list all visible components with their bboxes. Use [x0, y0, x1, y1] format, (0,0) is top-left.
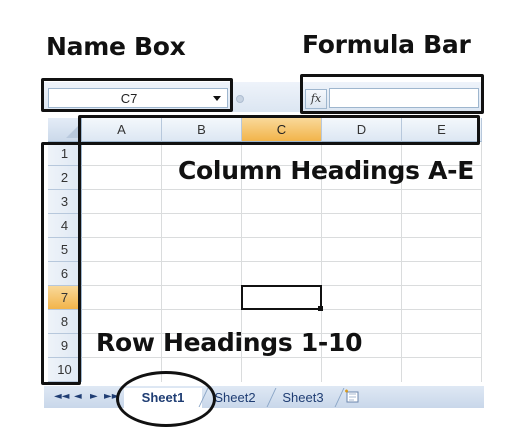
fill-handle[interactable] [318, 306, 323, 311]
name-box-annotation: Name Box [46, 32, 186, 61]
column-header-a[interactable]: A [82, 118, 162, 142]
column-header-e[interactable]: E [402, 118, 482, 142]
row-header-10[interactable]: 10 [48, 358, 82, 382]
column-headings-highlight [78, 115, 480, 145]
column-headings-annotation: Column Headings A-E [178, 156, 475, 185]
cell-grid[interactable] [44, 118, 484, 386]
gridline [82, 261, 482, 262]
row-header-3[interactable]: 3 [48, 190, 82, 214]
gridline [82, 189, 482, 190]
row-header-5[interactable]: 5 [48, 238, 82, 262]
tab-sheet3[interactable]: Sheet3 [282, 390, 324, 405]
row-headings-highlight [41, 142, 81, 385]
formula-bar-annotation: Formula Bar [302, 30, 471, 59]
last-sheet-button[interactable]: ►► [104, 391, 120, 402]
sheet-tab-highlight [116, 371, 216, 427]
active-cell-c7[interactable] [241, 285, 322, 310]
formula-bar-highlight [300, 74, 484, 114]
gridline [321, 142, 322, 382]
gridline [481, 142, 482, 382]
next-sheet-button[interactable]: ► [90, 391, 98, 402]
first-sheet-button[interactable]: ◄◄ [54, 391, 70, 402]
column-header-d[interactable]: D [322, 118, 402, 142]
gridline [82, 333, 482, 334]
gridline [82, 165, 482, 166]
chevron-down-icon[interactable] [213, 96, 221, 101]
row-header-7[interactable]: 7 [48, 286, 82, 310]
row-header-6[interactable]: 6 [48, 262, 82, 286]
gridline [82, 357, 482, 358]
formula-input[interactable] [329, 88, 479, 108]
gridline [161, 142, 162, 382]
select-all-button[interactable] [48, 118, 82, 142]
gridline [82, 213, 482, 214]
column-header-c[interactable]: C [242, 118, 322, 142]
tab-sheet2[interactable]: Sheet2 [214, 390, 256, 405]
row-header-4[interactable]: 4 [48, 214, 82, 238]
gridline [401, 142, 402, 382]
splitter-handle[interactable] [236, 95, 244, 103]
name-box-highlight [41, 78, 233, 112]
gridline [241, 142, 242, 382]
name-box[interactable]: C7 [48, 88, 228, 108]
fx-icon: fx [310, 92, 322, 105]
row-header-9[interactable]: 9 [48, 334, 82, 358]
row-header-8[interactable]: 8 [48, 310, 82, 334]
column-header-b[interactable]: B [162, 118, 242, 142]
insert-function-button[interactable]: fx [305, 89, 327, 109]
row-header-2[interactable]: 2 [48, 166, 82, 190]
row-header-1[interactable]: 1 [48, 142, 82, 166]
insert-sheet-icon[interactable] [344, 389, 360, 403]
select-all-triangle-icon [66, 126, 78, 138]
name-box-value: C7 [120, 91, 138, 106]
gridline [82, 237, 482, 238]
previous-sheet-button[interactable]: ◄ [74, 391, 82, 402]
row-headings-annotation: Row Headings 1-10 [96, 328, 363, 357]
